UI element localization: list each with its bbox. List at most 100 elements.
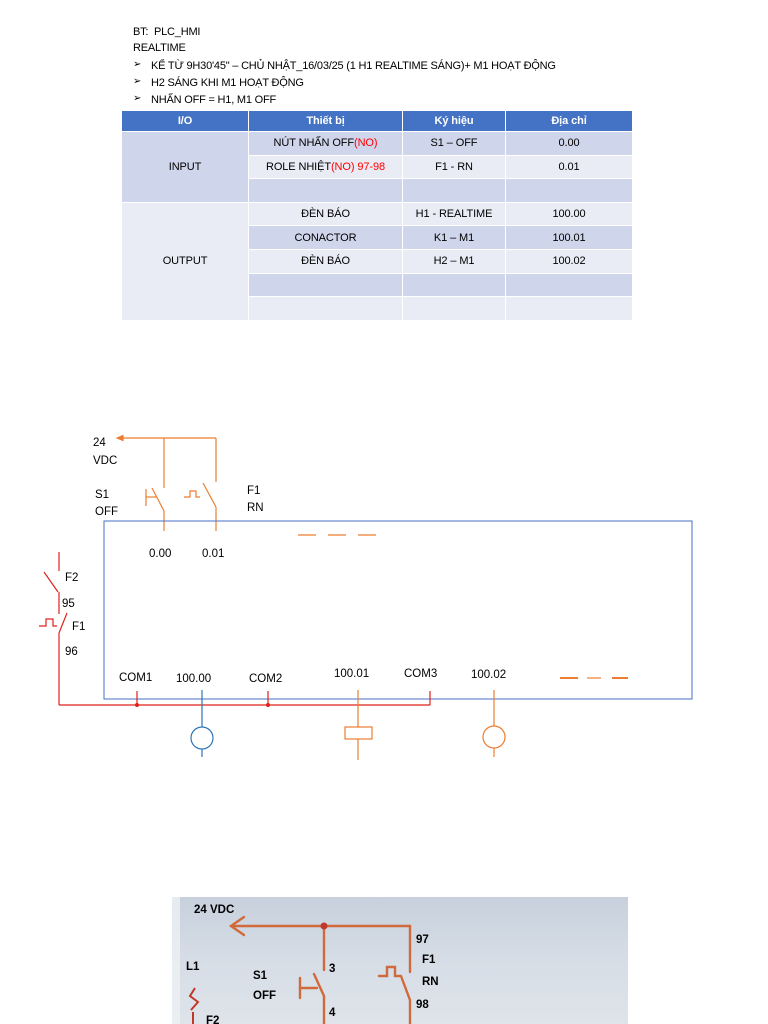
plc-box (103, 520, 693, 700)
device-note: (NO) (354, 137, 378, 150)
photo-terminal-98: 98 (416, 999, 429, 1011)
header-address: Địa chỉ (505, 110, 633, 132)
table-row-empty (122, 272, 633, 298)
device-name: NÚT NHẤN OFF (273, 137, 355, 150)
empty-cell (248, 296, 403, 321)
table-row-empty (122, 178, 633, 203)
empty-cell (248, 272, 403, 298)
empty-cell (505, 296, 633, 321)
photo-terminal-97: 97 (416, 934, 429, 946)
terminal-com2: COM2 (249, 673, 282, 685)
arrow-left-icon (115, 434, 124, 442)
bullet-arrow-icon: ➢ (133, 76, 142, 87)
symbol-cell: H1 - REALTIME (402, 201, 506, 227)
photo-drawing: 24 VDC L1 S1 OFF 3 4 97 F1 RN 98 F2 (172, 897, 439, 1024)
f1-rn-label: RN (247, 502, 264, 514)
device-note: (NO) 97-98 (330, 160, 386, 173)
header-io: I/O (121, 110, 249, 132)
empty-cell (248, 178, 403, 203)
empty-cell (402, 296, 506, 321)
requirement-1: KỂ TỪ 9H30'45" – CHỦ NHẬT_16/03/25 (1 H1… (151, 60, 556, 72)
arrow-left-icon (228, 915, 246, 937)
address-cell: 100.02 (505, 248, 633, 274)
supply-24vdc (115, 434, 217, 488)
f1-terminal-96: 96 (65, 646, 78, 658)
empty-cell (402, 272, 506, 298)
supply-label-24: 24 (93, 437, 106, 449)
symbol-cell: H2 – M1 (402, 248, 506, 274)
empty-cell (505, 272, 633, 298)
k1-contactor-coil-symbol (344, 690, 373, 760)
address-cell: 100.01 (505, 225, 633, 250)
terminal-100-01: 100.01 (334, 668, 369, 680)
f1-thermal-contact-symbol (184, 482, 217, 531)
photo-supply-label: 24 VDC (194, 904, 234, 916)
terminal-com3: COM3 (404, 668, 437, 680)
junction-dot (266, 703, 270, 707)
symbol-cell: S1 – OFF (402, 131, 506, 156)
address-cell: 0.01 (505, 154, 633, 180)
io-assignment-table: I/O Thiết bị Ký hiệu Địa chỉ INPUT NÚT N… (121, 110, 633, 321)
empty-cell (402, 178, 506, 203)
junction-dot (135, 703, 139, 707)
terminal-100-02: 100.02 (471, 669, 506, 681)
handwritten-diagram-photo: 24 VDC L1 S1 OFF 3 4 97 F1 RN 98 F2 (172, 897, 628, 1024)
photo-l1-label: L1 (186, 961, 200, 973)
symbol-cell: K1 – M1 (402, 225, 506, 250)
device-name: ROLE NHIỆT (265, 160, 331, 173)
s1-off-label: OFF (95, 506, 118, 518)
address-cell: 0.00 (505, 131, 633, 156)
junction-dot (320, 922, 328, 930)
terminal-com1: COM1 (119, 672, 152, 684)
f1-overload-label: F1 (72, 621, 85, 633)
h2-lamp-symbol (482, 690, 506, 757)
table-row: OUTPUT ĐÈN BÁO H1 - REALTIME 100.00 (121, 201, 633, 321)
terminal-100-00: 100.00 (176, 673, 211, 685)
lamp-icon (190, 726, 214, 750)
device-cell: ĐÈN BÁO (248, 248, 403, 274)
coil-icon (344, 726, 373, 740)
device-cell: NÚT NHẤN OFF(NO) (248, 131, 403, 156)
input-address-1: 0.01 (202, 548, 224, 560)
f1-label: F1 (247, 485, 260, 497)
device-cell: CONACTOR (248, 225, 403, 250)
input-group-cell: INPUT (121, 131, 249, 203)
requirement-3: NHẤN OFF = H1, M1 OFF (151, 94, 277, 106)
bullet-arrow-icon: ➢ (133, 93, 142, 104)
f2-terminal-95: 95 (62, 598, 75, 610)
photo-f2-label: F2 (206, 1015, 219, 1024)
photo-rn-label: RN (422, 976, 439, 988)
header-symbol: Ký hiệu (402, 110, 506, 132)
device-cell: ROLE NHIỆT(NO) 97-98 (248, 154, 403, 180)
output-group-cell: OUTPUT (121, 201, 249, 321)
table-header-row: I/O Thiết bị Ký hiệu Địa chỉ (121, 110, 633, 132)
f2-label: F2 (65, 572, 78, 584)
exercise-subtitle: REALTIME (133, 42, 186, 54)
photo-off-label: OFF (253, 990, 276, 1002)
photo-f1-label: F1 (422, 954, 436, 966)
symbol-cell: F1 - RN (402, 154, 506, 180)
address-cell: 100.00 (505, 201, 633, 227)
input-address-0: 0.00 (149, 548, 171, 560)
table-row: CONACTOR K1 – M1 100.01 (122, 225, 633, 250)
f2-f1-safety-chain (39, 552, 431, 706)
table-row: ROLE NHIỆT(NO) 97-98 F1 - RN 0.01 (122, 154, 633, 180)
photo-terminal-4: 4 (329, 1007, 336, 1019)
exercise-title: BT: PLC_HMI (133, 26, 201, 38)
h1-lamp-symbol (190, 690, 214, 757)
photo-s1-label: S1 (253, 970, 268, 982)
requirement-2: H2 SÁNG KHI M1 HOẠT ĐỘNG (151, 77, 304, 89)
supply-label-vdc: VDC (93, 455, 117, 467)
s1-pushbutton-symbol (145, 487, 165, 531)
lamp-icon (482, 725, 506, 749)
table-row-empty (122, 296, 633, 321)
plc-wiring-diagram: 24 VDC S1 OFF F1 RN 0.00 0.01 F2 95 F1 9 (39, 434, 693, 760)
device-cell: ĐÈN BÁO (248, 201, 403, 227)
bullet-arrow-icon: ➢ (133, 59, 142, 70)
table-row: ĐÈN BÁO H2 – M1 100.02 (122, 248, 633, 274)
photo-terminal-3: 3 (329, 963, 335, 975)
header-device: Thiết bị (248, 110, 403, 132)
s1-label: S1 (95, 489, 109, 501)
empty-cell (505, 178, 633, 203)
table-row: INPUT NÚT NHẤN OFF(NO) S1 – OFF 0.00 (121, 131, 633, 203)
